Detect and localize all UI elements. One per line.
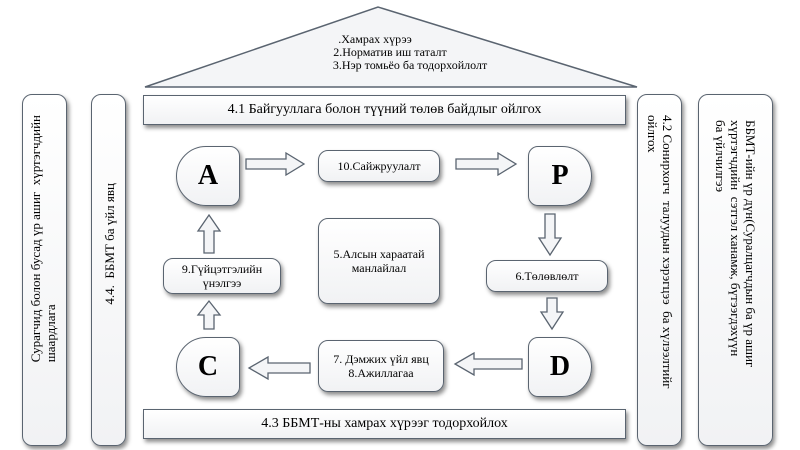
right-inner-text: 4.2 Сонирхогч талуудын хэрэгцээ ба хүлээ… [645,115,675,389]
right-inner-column: 4.2 Сонирхогч талуудын хэрэгцээ ба хүлээ… [637,94,682,446]
roof-normative-references: 2.Норматив иш таталт [333,45,447,59]
left-inner-column: 4.4. ББМТ ба үйл явц [91,94,126,446]
roof-scope: .Хамрах хүрээ [338,32,412,46]
arrow-a-to-improvement [245,151,306,177]
step-support-operation: 7. Дэмжих үйл явц 8.Ажиллагаа [318,340,444,392]
step-evaluation: 9.Гүйцэтгэлийн үнэлгээ [163,258,281,294]
roof-terms-definitions: 3.Нэр томьёо ба тодорхойлолт [332,58,488,72]
arrow-d-to-support [453,351,523,377]
left-outer-column: Сурагчид болон бусад үр ашиг хүртэгчдийн… [22,94,67,446]
left-inner-text: 4.4. ББМТ ба үйл явц [102,183,117,305]
leadership-label: 5.Алсын хараатай манлайлал [333,247,425,275]
arrow-c-to-evaluation [196,299,222,330]
pdca-p: P [528,146,592,206]
bottom-bar: 4.3 ББМТ-ны хамрах хүрээг тодорхойлох [143,409,626,439]
pdca-a: A [176,146,240,206]
roof-triangle [144,6,638,88]
pdca-d: D [528,337,592,397]
step-planning: 6.Төлөвлөлт [486,260,608,292]
top-bar: 4.1 Байгууллага болон түүний төлөв байдл… [143,95,626,125]
pdca-c: C [176,337,240,397]
arrow-improvement-to-p [455,151,518,177]
evaluation-label: 9.Гүйцэтгэлийн үнэлгээ [181,262,263,290]
operation-label: 8.Ажиллагаа [348,366,414,380]
step-leadership: 5.Алсын хараатай манлайлал [318,218,440,304]
left-outer-text: Сурагчид болон бусад үр ашиг хүртэгчдийн… [28,115,58,363]
arrow-support-to-c [247,355,311,381]
arrow-evaluation-to-a [196,213,222,254]
support-label: 7. Дэмжих үйл явц [333,352,429,366]
arrow-planning-to-d [539,297,565,331]
right-outer-text: ББМТ-ийн үр дүн(Суралцагчдын ба үр ашиг … [713,120,758,368]
right-outer-column: ББМТ-ийн үр дүн(Суралцагчдын ба үр ашиг … [698,94,773,446]
arrow-p-to-planning [537,213,563,257]
step-improvement: 10.Сайжруулалт [318,150,440,182]
